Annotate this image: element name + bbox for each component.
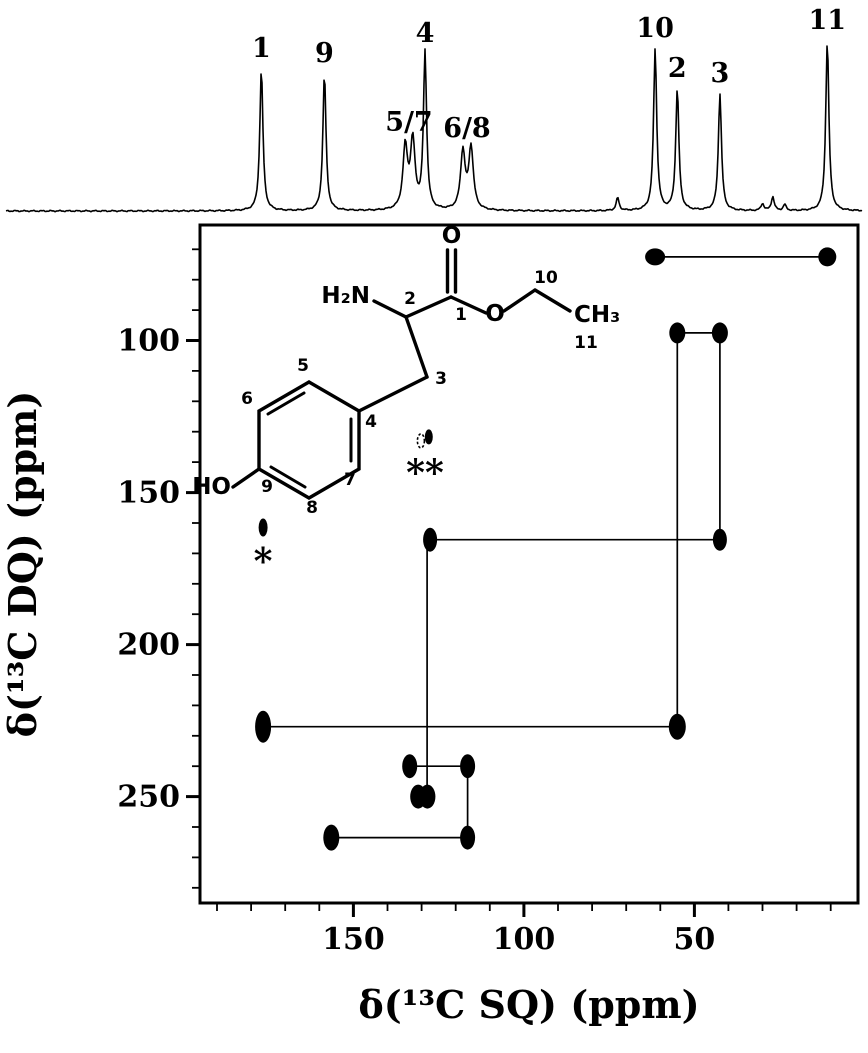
sideband-marker: **	[406, 452, 444, 494]
atom-number-3: 3	[435, 369, 447, 389]
methyl-label: CH₃	[574, 302, 620, 328]
trace-1d-line	[5, 45, 863, 213]
peak-label-4: 4	[416, 18, 435, 49]
hydroxyl-label: HO	[192, 474, 231, 500]
peak-label-2: 2	[668, 53, 687, 84]
atom-number-7: 7	[344, 470, 356, 490]
x-axis-title: δ(¹³C SQ) (ppm)	[358, 982, 699, 1027]
peak-label-3: 3	[711, 58, 730, 89]
atom-number-10: 10	[534, 268, 558, 288]
atom-number-1: 1	[455, 305, 467, 325]
correlation-peak	[645, 248, 666, 266]
y-tick-label: 150	[117, 476, 180, 511]
correlation-peak	[323, 824, 340, 851]
bond-c2-c3	[404, 315, 429, 379]
correlation-peak	[423, 527, 438, 552]
aromatic-double-bond	[266, 391, 306, 416]
sideband-peak	[258, 518, 268, 537]
peak-label-9: 9	[315, 38, 334, 69]
correlation-peak	[818, 247, 837, 267]
bond-c1-oester	[449, 295, 488, 315]
bond-n-c2	[372, 299, 408, 319]
y-tick-label: 200	[117, 628, 180, 663]
atom-number-11: 11	[574, 333, 598, 353]
peak-label-1: 1	[252, 33, 271, 64]
ester-oxygen-label: O	[485, 301, 505, 327]
carbonyl-oxygen-label: O	[442, 223, 462, 249]
atom-number-5: 5	[297, 356, 309, 376]
atom-number-9: 9	[261, 477, 273, 497]
bond-oester-c10	[502, 288, 537, 313]
correlation-peak	[402, 754, 418, 779]
y-tick-label: 100	[117, 324, 180, 359]
peak-label-11: 11	[809, 5, 847, 36]
y-axis-title: δ(¹³C DQ) (ppm)	[0, 391, 45, 738]
x-tick-label: 50	[674, 922, 716, 957]
sideband-peak	[424, 429, 433, 445]
atom-number-2: 2	[404, 289, 416, 309]
bond-c2-c1	[404, 295, 453, 319]
atom-number-8: 8	[306, 498, 318, 518]
molecule-structure: O O H₂N HO CH₃ 1 2 3 4 5 6 7 8 9 10 11	[192, 223, 620, 518]
correlation-peak	[255, 710, 272, 743]
x-tick-label: 100	[493, 922, 556, 957]
bond-c3-c4	[357, 375, 429, 413]
amine-label: H₂N	[321, 283, 370, 309]
peak-label-5-7: 5/7	[385, 107, 432, 138]
plot-frame	[198, 223, 860, 905]
aromatic-double-bond	[269, 465, 307, 489]
peak-label-6-8: 6/8	[443, 113, 490, 144]
correlation-peaks-group: ***	[254, 247, 837, 851]
atom-number-6: 6	[241, 389, 253, 409]
atom-number-4: 4	[365, 412, 377, 432]
bond-c10-c11	[533, 288, 572, 313]
x-tick-label: 150	[322, 922, 385, 957]
sideband-marker: *	[254, 541, 273, 583]
peak-label-10: 10	[636, 13, 674, 44]
sideband-peak	[416, 433, 426, 449]
bond-ho-c9	[231, 467, 261, 489]
axes-group: 150 100 50 100 150 200 250	[117, 223, 860, 957]
y-tick-label: 250	[117, 780, 180, 815]
